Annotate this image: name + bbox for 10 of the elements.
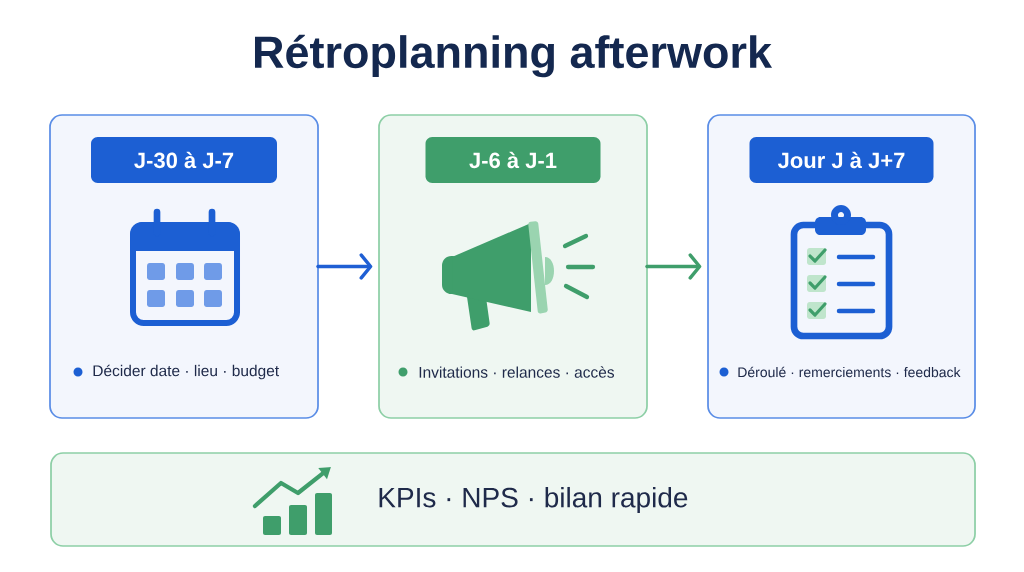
arrow [645,253,702,280]
phase-badge: J-6 à J-1 [425,137,601,183]
phase-badge: Jour J à J+7 [749,137,934,183]
bullet-text: Décider date · lieu · budget [93,364,279,380]
bullet-text: Déroulé · remerciements · feedback [738,366,961,378]
title: Rétroplanning afterwork [255,34,773,78]
phase-badge: J-30 à J-7 [91,137,277,183]
arrow [316,253,373,280]
summary-text: KPIs · NPS · bilan rapide [379,486,688,514]
bullet-text: Invitations · relances · accès [419,366,614,378]
